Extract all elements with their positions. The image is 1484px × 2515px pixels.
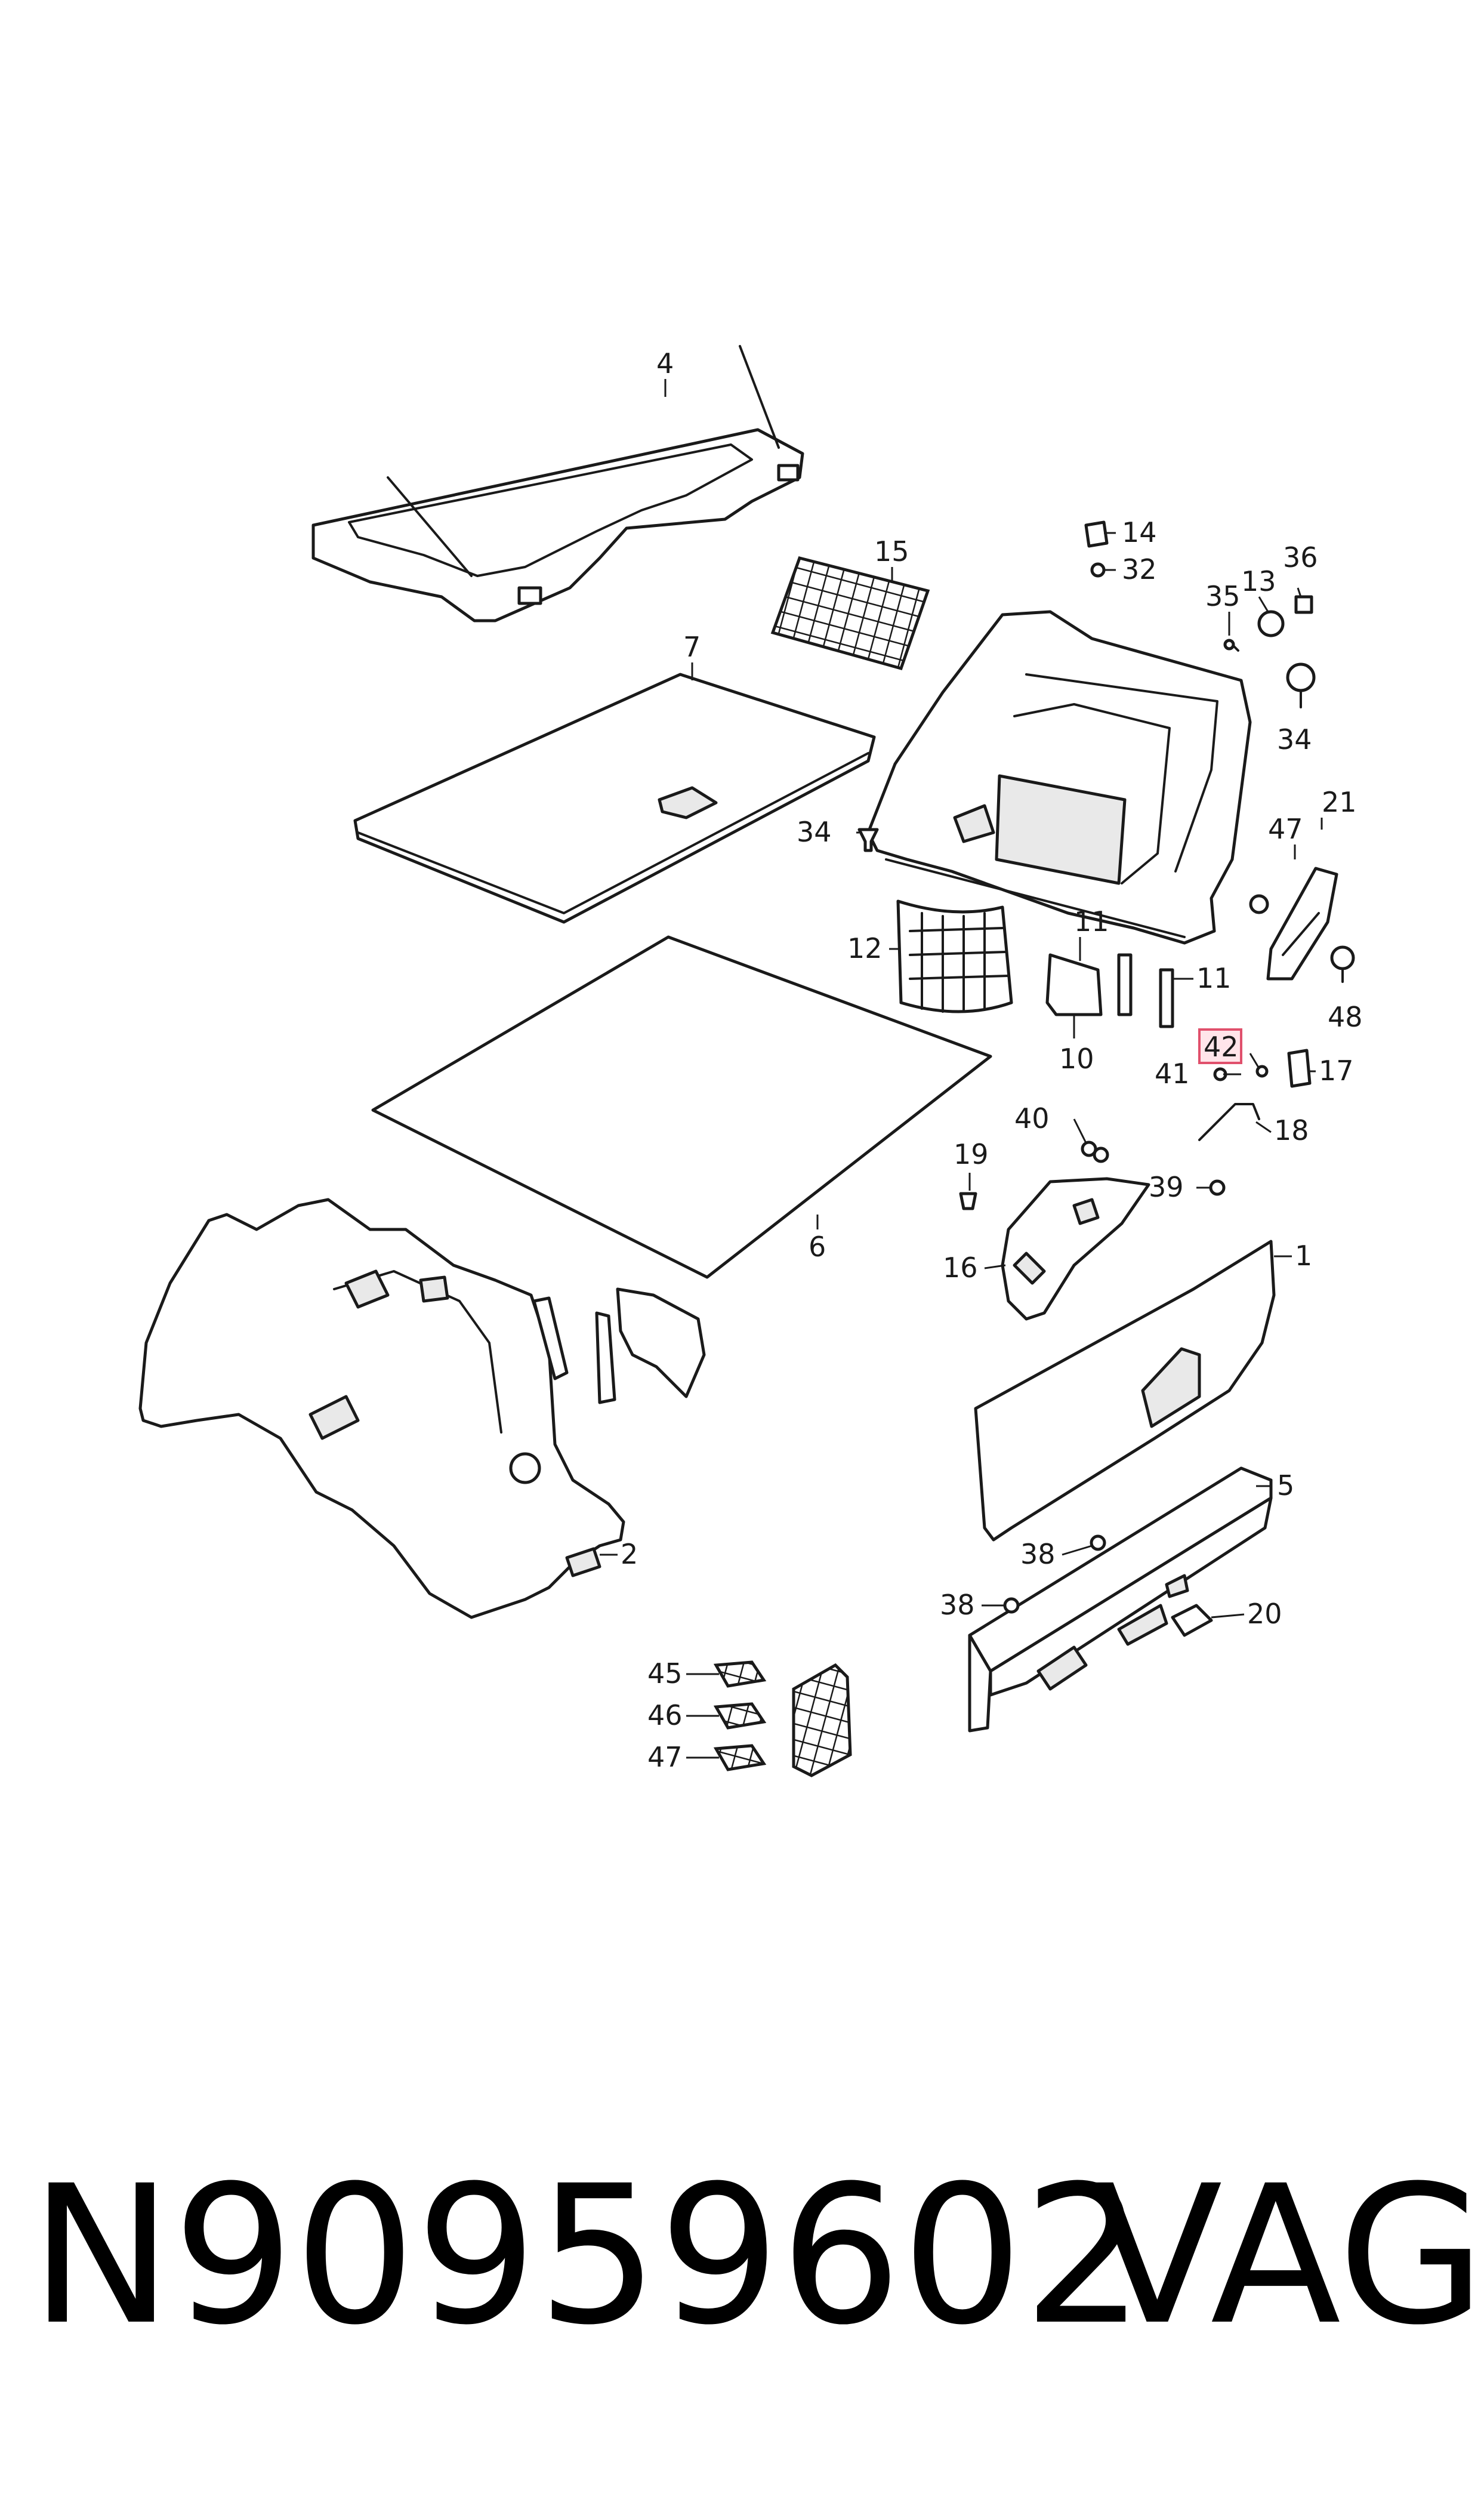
parcel-shelf bbox=[311, 345, 804, 622]
callout-45: 45 bbox=[647, 1657, 683, 1690]
callout-38-lower: 38 bbox=[940, 1589, 975, 1621]
hook-18 bbox=[1198, 1103, 1260, 1141]
left-side-trim bbox=[138, 1198, 625, 1619]
floor-cover bbox=[353, 673, 876, 924]
callout-19: 19 bbox=[954, 1138, 989, 1170]
callout-34-right: 34 bbox=[1277, 723, 1312, 756]
callout-4: 4 bbox=[656, 347, 674, 380]
fastener-14 bbox=[1084, 520, 1109, 548]
callout-6: 6 bbox=[809, 1231, 826, 1263]
bracket-left-a bbox=[532, 1296, 569, 1380]
callout-20: 20 bbox=[1247, 1598, 1282, 1630]
fastener-38-upper bbox=[1090, 1534, 1106, 1551]
callout-15: 15 bbox=[874, 535, 909, 568]
callout-35: 35 bbox=[1205, 580, 1241, 612]
floor-mat bbox=[371, 935, 992, 1279]
callout-18: 18 bbox=[1274, 1114, 1309, 1146]
fastener-40 bbox=[1081, 1141, 1109, 1163]
cover-10 bbox=[1045, 953, 1103, 1016]
callout-38-upper: 38 bbox=[1020, 1538, 1056, 1570]
parts-diagram: 4 15 7 34 14 32 13 36 35 34 47 21 12 11 … bbox=[138, 345, 1363, 1777]
callout-7: 7 bbox=[683, 631, 701, 663]
fastener-32 bbox=[1090, 562, 1106, 578]
right-side-trim bbox=[866, 610, 1252, 945]
fastener-19 bbox=[959, 1192, 977, 1210]
callout-14: 14 bbox=[1122, 516, 1157, 548]
callout-47-bottom: 47 bbox=[647, 1741, 683, 1773]
fastener-13 bbox=[1257, 610, 1285, 637]
callout-47-right: 47 bbox=[1268, 813, 1303, 845]
fastener-36 bbox=[1294, 595, 1313, 614]
leader-lines bbox=[600, 379, 1323, 1759]
clip-48 bbox=[1330, 945, 1355, 983]
fastener-42 bbox=[1255, 1065, 1269, 1078]
fastener-34-right bbox=[1286, 662, 1316, 708]
foam-insert bbox=[896, 899, 1013, 1013]
callout-48: 48 bbox=[1328, 1001, 1363, 1033]
brand-name: VAG bbox=[1092, 2145, 1484, 2367]
callout-39: 39 bbox=[1149, 1171, 1184, 1203]
fastener-35 bbox=[1223, 639, 1239, 652]
callout-5: 5 bbox=[1277, 1469, 1294, 1502]
callout-13: 13 bbox=[1241, 565, 1276, 597]
callout-2: 2 bbox=[621, 1538, 638, 1570]
cargo-net bbox=[770, 556, 930, 671]
plate-20 bbox=[1171, 1604, 1213, 1637]
callout-1: 1 bbox=[1295, 1240, 1312, 1272]
callout-36: 36 bbox=[1283, 541, 1318, 574]
bracket-left-b bbox=[595, 1311, 616, 1404]
bracket-left-c bbox=[616, 1287, 706, 1398]
cover-21 bbox=[1266, 867, 1338, 981]
callout-42-highlight bbox=[1198, 1028, 1242, 1064]
fastener-34-left bbox=[857, 828, 879, 852]
callout-12: 12 bbox=[847, 932, 883, 964]
callout-17: 17 bbox=[1319, 1055, 1354, 1087]
callout-11-b: 11 bbox=[1196, 962, 1232, 994]
mesh-47 bbox=[713, 1744, 767, 1771]
callout-41: 41 bbox=[1155, 1058, 1190, 1090]
callout-46: 46 bbox=[647, 1699, 683, 1731]
footer: N90959602 VAG bbox=[30, 2145, 1484, 2367]
callout-40: 40 bbox=[1014, 1102, 1050, 1135]
sill-trim bbox=[968, 1466, 1273, 1733]
callout-21: 21 bbox=[1322, 786, 1357, 818]
callout-32: 32 bbox=[1122, 553, 1157, 585]
clip-47-right bbox=[1249, 894, 1269, 914]
mesh-45 bbox=[713, 1660, 767, 1688]
part-number: N90959602 bbox=[30, 2145, 1145, 2367]
callout-34-left: 34 bbox=[797, 816, 832, 848]
trim-piece-mesh bbox=[792, 1663, 852, 1777]
fastener-39 bbox=[1209, 1179, 1226, 1196]
mesh-46 bbox=[713, 1702, 767, 1730]
side-cover-16 bbox=[1001, 1177, 1150, 1321]
bracket-11 bbox=[1117, 953, 1174, 1028]
callout-10: 10 bbox=[1059, 1043, 1094, 1075]
callout-11-a: 11 bbox=[1074, 905, 1109, 938]
tailgate-trim bbox=[974, 1240, 1276, 1542]
callout-42: 42 bbox=[1204, 1031, 1239, 1063]
callout-16: 16 bbox=[943, 1252, 978, 1284]
cover-17 bbox=[1287, 1049, 1312, 1088]
fastener-38-lower bbox=[1003, 1597, 1020, 1614]
